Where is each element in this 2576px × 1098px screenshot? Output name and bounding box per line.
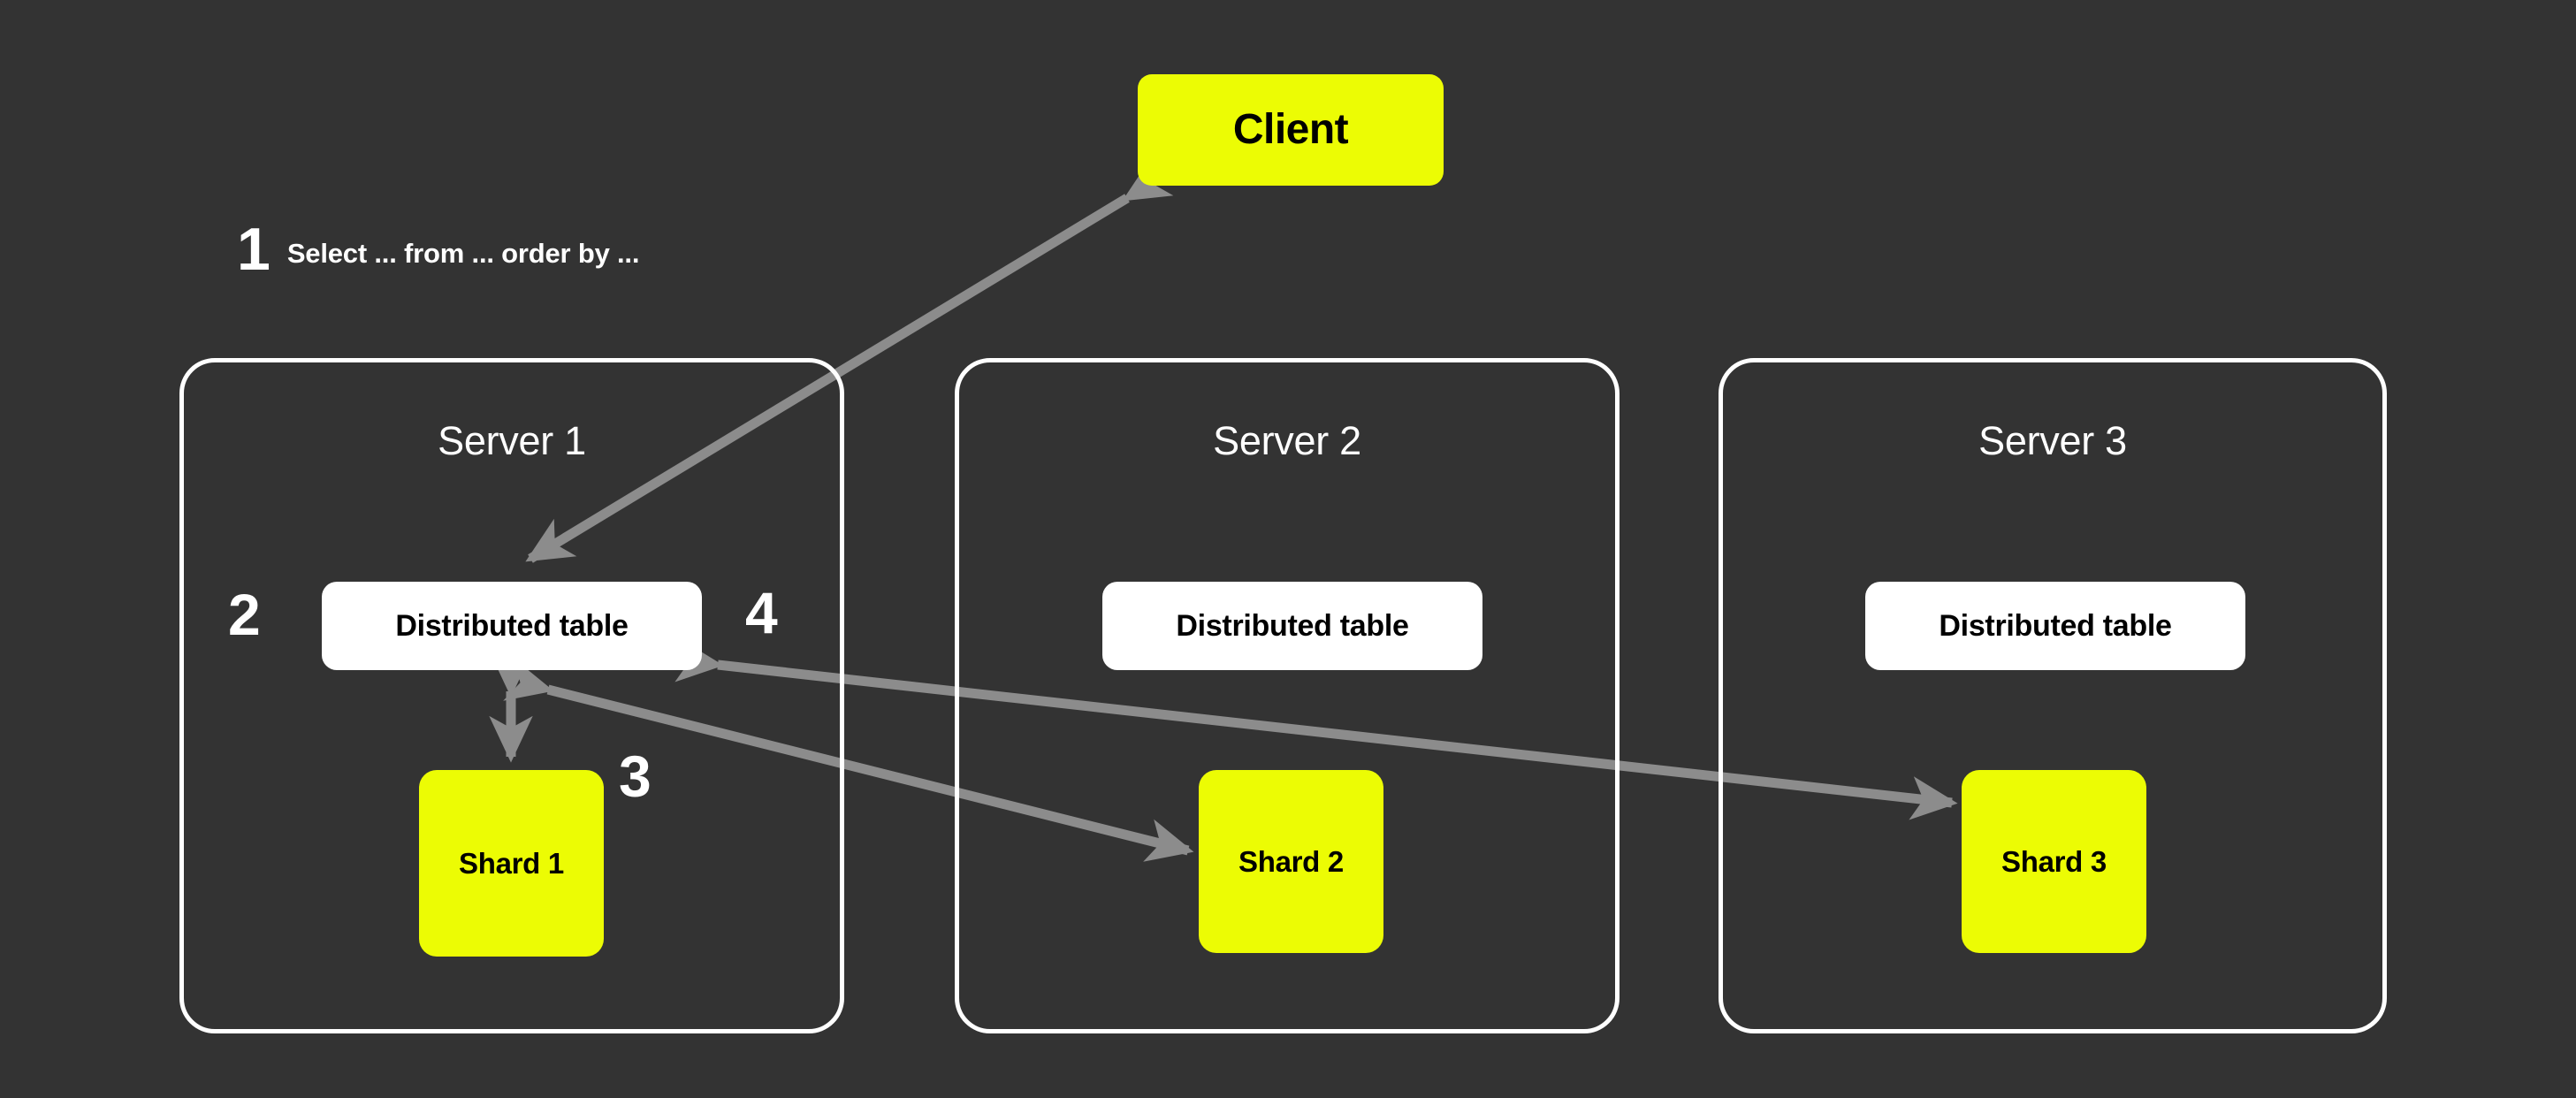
server-2-title: Server 2 [1213,418,1361,463]
shard-2-node[interactable]: Shard 2 [1199,770,1383,953]
distributed-table-server-2[interactable]: Distributed table [1102,582,1482,670]
distributed-table-server-1[interactable]: Distributed table [322,582,702,670]
step-number-1: 1 [237,216,271,283]
shard-3-node[interactable]: Shard 3 [1962,770,2146,953]
shard-3-label: Shard 3 [2001,845,2107,878]
distributed-table-server-3[interactable]: Distributed table [1865,582,2245,670]
server-1-title: Server 1 [438,418,586,463]
distributed-table-label-2: Distributed table [1176,609,1409,643]
shard-2-label: Shard 2 [1238,845,1344,878]
client-node[interactable]: Client [1138,74,1444,186]
client-label: Client [1232,106,1349,153]
shard-1-label: Shard 1 [459,847,564,880]
distributed-table-label-3: Distributed table [1939,609,2172,643]
server-panel-1: Server 1 [179,358,844,1033]
step-1-annotation: 1 Select ... from ... order by ... [237,219,639,279]
shard-1-node[interactable]: Shard 1 [419,770,604,957]
step-number-2: 2 [228,582,261,647]
step-1-query-text: Select ... from ... order by ... [286,237,640,269]
step-number-4: 4 [745,580,778,645]
distributed-table-label-1: Distributed table [395,609,629,643]
step-number-3: 3 [619,743,652,809]
server-panel-3: Server 3 [1719,358,2387,1033]
server-panel-2: Server 2 [955,358,1620,1033]
server-3-title: Server 3 [1978,418,2127,463]
